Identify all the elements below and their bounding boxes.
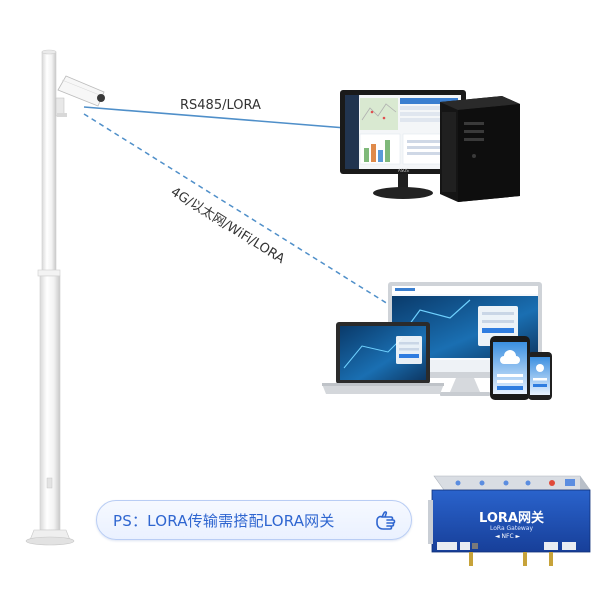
desktop-computer: ASUS [340, 90, 520, 202]
ps-note-text: PS：LORA传输需搭配LORA网关 [113, 511, 335, 530]
rs485-link [83, 106, 347, 129]
camera-icon [55, 75, 105, 117]
gateway-ports [437, 542, 576, 550]
gateway-indicators [455, 479, 575, 486]
ps-note-banner: PS：LORA传输需搭配LORA网关 [96, 500, 412, 540]
gateway-subtitle: LoRa Gateway [490, 525, 533, 532]
wireless-link-label: 4G/以太网/WiFi/LORA [168, 185, 287, 267]
light-pole [25, 49, 75, 546]
antenna-icon [469, 552, 553, 566]
gateway-title: LORA网关 [479, 510, 544, 526]
wireless-link [83, 113, 389, 305]
pointing-hand-icon [376, 511, 396, 530]
gateway-nfc: ◄ NFC ► [495, 533, 521, 540]
client-devices [322, 282, 552, 400]
rs485-link-label: RS485/LORA [180, 98, 261, 113]
monitor-brand: ASUS [398, 168, 409, 173]
lora-gateway-device: LORA网关 LoRa Gateway ◄ NFC ► [428, 475, 591, 566]
